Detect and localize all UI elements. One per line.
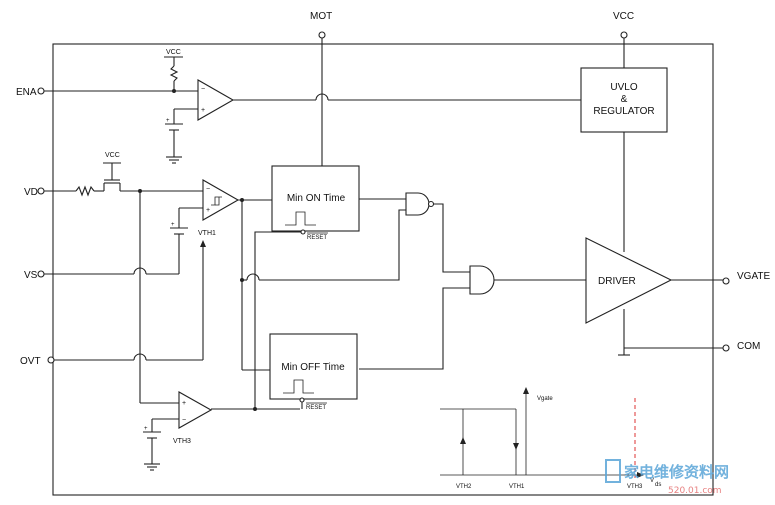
min-off-label: Min OFF Time bbox=[281, 362, 345, 373]
reset-on-label: RESET bbox=[307, 235, 327, 241]
svg-text:+: + bbox=[166, 118, 170, 124]
pin-com-label: COM bbox=[737, 341, 760, 352]
pin-vd bbox=[37, 187, 45, 195]
pin-vs-label: VS bbox=[24, 270, 38, 281]
pin-ovt-label: OVT bbox=[20, 356, 41, 367]
min-off-reset-pin bbox=[299, 397, 305, 403]
pin-mot bbox=[318, 31, 326, 39]
min-on-label: Min ON Time bbox=[287, 193, 346, 204]
watermark-text: 家电维修资料网 bbox=[624, 463, 729, 481]
driver-label: DRIVER bbox=[598, 276, 636, 287]
uvlo-amp: & bbox=[621, 94, 628, 105]
pin-vcc-label: VCC bbox=[613, 11, 634, 22]
vcc-vd-label: VCC bbox=[105, 152, 120, 159]
svg-text:+: + bbox=[144, 426, 148, 432]
pin-ovt bbox=[47, 356, 55, 364]
watermark: 家电维修资料网 520.01.com bbox=[605, 459, 729, 496]
uvlo-regulator-block: UVLO & REGULATOR bbox=[580, 67, 668, 133]
graph-vth3-label: VTH3 bbox=[627, 484, 643, 490]
hysteresis-graph: Vgate VTH2 VTH1 VTH3 V ds bbox=[440, 387, 661, 490]
graph-y-axis-label: Vgate bbox=[537, 396, 553, 402]
graph-vth2-label: VTH2 bbox=[456, 484, 472, 490]
svg-text:+: + bbox=[206, 207, 210, 214]
svg-text:+: + bbox=[182, 400, 186, 407]
graph-x-axis-label: V bbox=[650, 478, 654, 484]
pin-vd-label: VD bbox=[24, 187, 38, 198]
pin-ena bbox=[37, 87, 45, 95]
svg-text:−: − bbox=[201, 86, 205, 93]
min-on-reset-pin bbox=[300, 229, 306, 235]
and-gate bbox=[469, 265, 495, 295]
pin-vcc bbox=[620, 31, 628, 39]
uvlo-label: UVLO bbox=[610, 82, 637, 93]
vth1-label: VTH1 bbox=[198, 230, 216, 237]
pin-vgate-label: VGATE bbox=[737, 271, 770, 282]
nand-gate bbox=[405, 192, 435, 216]
graph-x-axis-sub: ds bbox=[655, 482, 661, 488]
driver-block: DRIVER bbox=[585, 237, 673, 324]
ena-comparator: − + bbox=[197, 79, 235, 121]
min-on-time-block: Min ON Time RESET bbox=[271, 165, 360, 241]
pin-vs bbox=[37, 270, 45, 278]
regulator-label: REGULATOR bbox=[593, 106, 654, 117]
graph-vth1-label: VTH1 bbox=[509, 484, 525, 490]
min-off-time-block: Min OFF Time RESET bbox=[269, 333, 358, 411]
watermark-url: 520.01.com bbox=[668, 486, 722, 496]
watermark-logo-icon bbox=[605, 459, 621, 483]
pin-ena-label: ENA bbox=[16, 87, 37, 98]
svg-text:−: − bbox=[182, 417, 186, 424]
vth3-label: VTH3 bbox=[173, 438, 191, 445]
svg-text:+: + bbox=[201, 107, 205, 114]
vth3-comparator: + − bbox=[178, 391, 213, 429]
svg-text:−: − bbox=[206, 186, 210, 193]
ic-boundary bbox=[52, 43, 714, 496]
reset-off-label: RESET bbox=[306, 405, 326, 411]
vcc-ena-label: VCC bbox=[166, 49, 181, 56]
vd-comparator: − + bbox=[202, 179, 240, 221]
svg-text:+: + bbox=[171, 222, 175, 228]
pin-com bbox=[722, 344, 730, 352]
pin-vgate bbox=[722, 277, 730, 285]
pin-mot-label: MOT bbox=[310, 11, 332, 22]
